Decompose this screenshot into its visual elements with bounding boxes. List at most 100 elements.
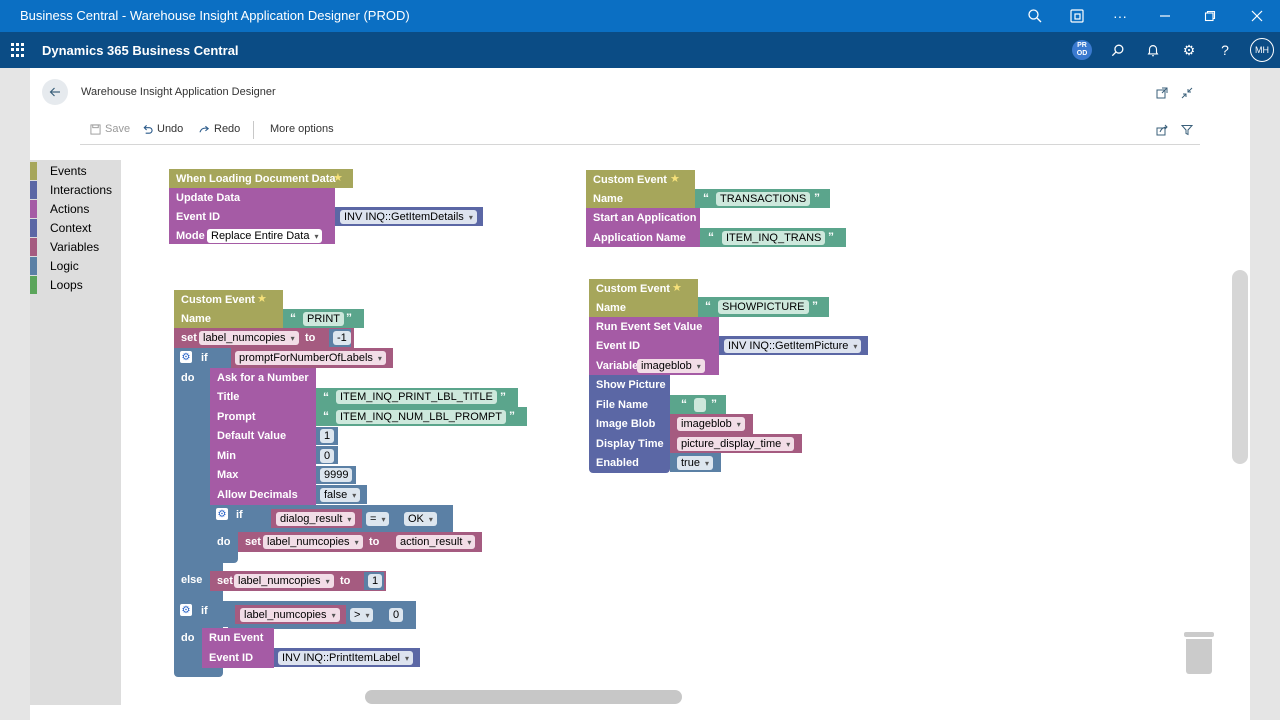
environment-badge[interactable]: PR OD bbox=[1072, 40, 1092, 60]
if-keyword: if bbox=[236, 509, 243, 521]
search-icon[interactable] bbox=[1108, 40, 1128, 60]
max-field[interactable]: 9999 bbox=[320, 468, 353, 482]
default-value-field[interactable]: 1 bbox=[320, 429, 335, 443]
window-title-bar: Business Central - Warehouse Insight App… bbox=[0, 0, 1280, 32]
close-icon[interactable] bbox=[1246, 6, 1268, 26]
minimize-icon[interactable] bbox=[1154, 6, 1176, 26]
toolbox-category-label: Logic bbox=[50, 259, 79, 273]
bell-icon[interactable] bbox=[1143, 40, 1163, 60]
operator-dropdown[interactable]: = bbox=[366, 512, 390, 526]
block-custom-event[interactable]: Custom Event bbox=[589, 279, 698, 298]
category-color-swatch bbox=[30, 162, 37, 180]
set-keyword: set bbox=[181, 332, 197, 344]
mutator-gear-icon[interactable]: ⚙ bbox=[216, 508, 228, 520]
window-title: Business Central - Warehouse Insight App… bbox=[20, 8, 410, 23]
redo-button[interactable]: Redo bbox=[199, 123, 240, 135]
variable-dropdown[interactable]: label_numcopies bbox=[240, 608, 340, 622]
variable-dropdown[interactable]: label_numcopies bbox=[263, 535, 363, 549]
file-name-field[interactable] bbox=[694, 398, 706, 412]
display-time-dropdown[interactable]: picture_display_time bbox=[677, 437, 795, 451]
app-launcher-icon[interactable] bbox=[11, 43, 25, 57]
toolbox-category-context[interactable]: Context bbox=[30, 219, 91, 237]
event-id-dropdown[interactable]: INV INQ::PrintItemLabel bbox=[278, 651, 414, 665]
toolbar-divider-line bbox=[80, 144, 1200, 145]
app-switch-icon[interactable] bbox=[1066, 6, 1088, 26]
block-label: Application Name bbox=[593, 231, 686, 244]
mode-dropdown[interactable]: Replace Entire Data bbox=[207, 229, 323, 243]
collapse-icon[interactable] bbox=[1179, 86, 1195, 100]
title-field[interactable]: ITEM_INQ_PRINT_LBL_TITLE bbox=[336, 390, 497, 404]
category-color-swatch bbox=[30, 219, 37, 237]
category-color-swatch bbox=[30, 200, 37, 218]
toolbox-category-loops[interactable]: Loops bbox=[30, 276, 83, 294]
toolbox-category-actions[interactable]: Actions bbox=[30, 200, 89, 218]
ok-dropdown[interactable]: OK bbox=[404, 512, 437, 526]
toolbox-category-events[interactable]: Events bbox=[30, 162, 87, 180]
quote-open-icon: “ bbox=[323, 390, 329, 404]
filter-icon[interactable] bbox=[1179, 123, 1195, 137]
image-blob-dropdown[interactable]: imageblob bbox=[677, 417, 745, 431]
block-label: Name bbox=[181, 312, 211, 325]
zoom-icon[interactable] bbox=[1024, 6, 1046, 26]
avatar[interactable]: MH bbox=[1250, 38, 1274, 62]
more-options-button[interactable]: More options bbox=[270, 123, 334, 135]
mutator-gear-icon[interactable]: ⚙ bbox=[180, 351, 192, 363]
number-field[interactable]: 0 bbox=[389, 608, 404, 622]
name-text-field[interactable]: PRINT bbox=[303, 312, 344, 326]
application-name-field[interactable]: ITEM_INQ_TRANS bbox=[722, 231, 826, 245]
open-new-window-icon[interactable] bbox=[1154, 86, 1170, 100]
block-show-picture[interactable] bbox=[589, 375, 670, 473]
to-keyword: to bbox=[369, 536, 380, 548]
block-when-loading-document-data[interactable]: When Loading Document Data bbox=[169, 169, 353, 188]
dialog-result-dropdown[interactable]: dialog_result bbox=[276, 512, 356, 526]
allow-decimals-dropdown[interactable]: false bbox=[320, 488, 361, 502]
restore-icon[interactable] bbox=[1199, 6, 1221, 26]
block-label: Event ID bbox=[176, 210, 221, 223]
else-keyword: else bbox=[181, 574, 203, 586]
toolbox-category-interactions[interactable]: Interactions bbox=[30, 181, 112, 199]
quote-close-icon: ” bbox=[711, 397, 717, 411]
help-icon[interactable]: ? bbox=[1221, 42, 1229, 58]
event-id-dropdown[interactable]: INV INQ::GetItemDetails bbox=[340, 210, 477, 224]
prompt-field[interactable]: ITEM_INQ_NUM_LBL_PROMPT bbox=[336, 410, 506, 424]
variable-dropdown[interactable]: label_numcopies bbox=[199, 331, 299, 345]
block-header: Custom Event bbox=[593, 173, 667, 186]
action-result-dropdown[interactable]: action_result bbox=[396, 535, 476, 549]
app-name[interactable]: Dynamics 365 Business Central bbox=[42, 43, 239, 58]
block-ask-for-number[interactable] bbox=[210, 368, 316, 505]
number-field[interactable]: 1 bbox=[368, 574, 383, 588]
condition-dropdown[interactable]: promptForNumberOfLabels bbox=[235, 351, 386, 365]
event-id-dropdown[interactable]: INV INQ::GetItemPicture bbox=[724, 339, 862, 353]
min-field[interactable]: 0 bbox=[320, 449, 335, 463]
name-text-field[interactable]: SHOWPICTURE bbox=[718, 300, 809, 314]
variable-dropdown[interactable]: imageblob bbox=[637, 359, 705, 373]
block-run-event[interactable] bbox=[202, 628, 274, 668]
variable-dropdown[interactable]: label_numcopies bbox=[234, 574, 334, 588]
number-field[interactable]: -1 bbox=[333, 331, 351, 345]
block-start-application[interactable] bbox=[586, 208, 700, 247]
block-custom-event[interactable]: Custom Event bbox=[586, 170, 695, 189]
block-name-row: Name bbox=[174, 309, 283, 328]
vertical-scrollbar[interactable] bbox=[1232, 270, 1248, 464]
save-button[interactable]: Save bbox=[90, 123, 130, 135]
category-color-swatch bbox=[30, 238, 37, 256]
toolbox-category-label: Actions bbox=[50, 202, 90, 216]
toolbox-category-variables[interactable]: Variables bbox=[30, 238, 99, 256]
enabled-dropdown[interactable]: true bbox=[677, 456, 713, 470]
mutator-gear-icon[interactable]: ⚙ bbox=[180, 604, 192, 616]
back-button[interactable] bbox=[42, 79, 68, 105]
block-label: Run Event bbox=[209, 632, 264, 644]
name-text-field[interactable]: TRANSACTIONS bbox=[716, 192, 811, 206]
block-custom-event[interactable]: Custom Event bbox=[174, 290, 283, 309]
horizontal-scrollbar[interactable] bbox=[365, 690, 682, 704]
undo-button[interactable]: Undo bbox=[142, 123, 183, 135]
toolbox-category-logic[interactable]: Logic bbox=[30, 257, 79, 275]
share-icon[interactable] bbox=[1154, 123, 1170, 137]
gear-icon[interactable]: ⚙ bbox=[1182, 41, 1196, 58]
trash-icon[interactable] bbox=[1184, 632, 1214, 674]
more-icon[interactable]: ··· bbox=[1113, 8, 1127, 24]
quote-close-icon: ” bbox=[500, 390, 506, 404]
quote-open-icon: “ bbox=[703, 191, 709, 205]
block-name-row: Name bbox=[589, 298, 698, 317]
operator-dropdown[interactable]: > bbox=[350, 608, 374, 622]
